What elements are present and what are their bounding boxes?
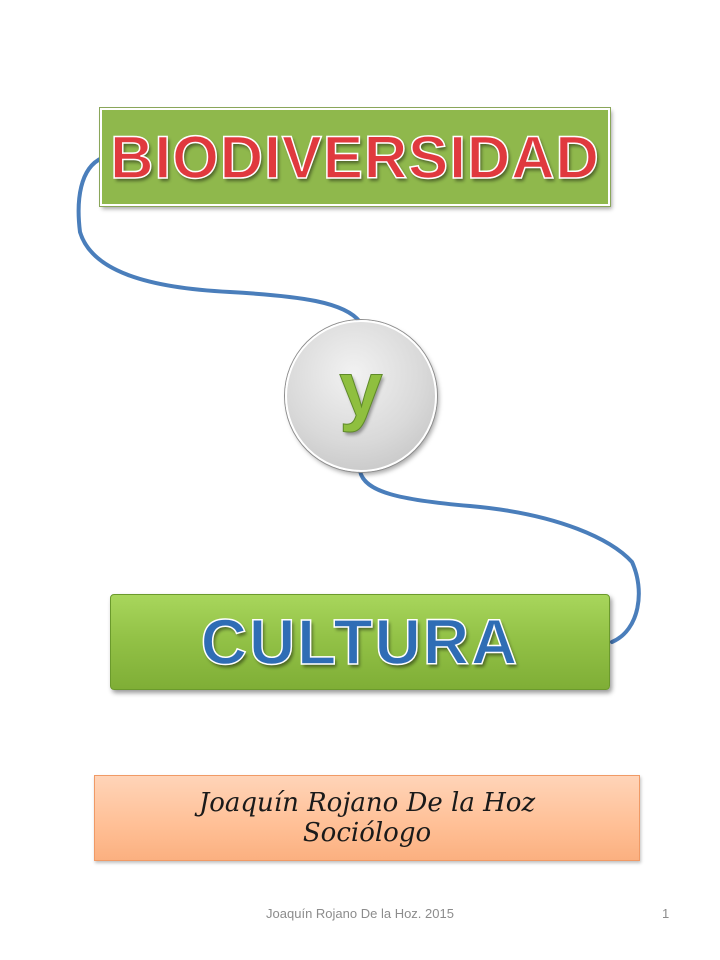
cultura-title: CULTURA — [200, 605, 520, 679]
author-role: Sociólogo — [302, 818, 432, 848]
page-number: 1 — [662, 906, 670, 921]
author-name: Joaquín Rojano De la Hoz — [198, 788, 536, 818]
author-box: Joaquín Rojano De la Hoz Sociólogo — [94, 775, 640, 861]
biodiversidad-title: BIODIVERSIDAD — [109, 123, 600, 192]
footer-text: Joaquín Rojano De la Hoz. 2015 — [266, 906, 454, 921]
biodiversidad-box: BIODIVERSIDAD — [99, 107, 611, 207]
conjunction-text: y — [339, 344, 383, 433]
connector-top — [76, 156, 362, 324]
conjunction-circle: y — [285, 320, 437, 472]
cultura-box: CULTURA — [110, 594, 610, 690]
connector-bottom — [358, 469, 641, 644]
